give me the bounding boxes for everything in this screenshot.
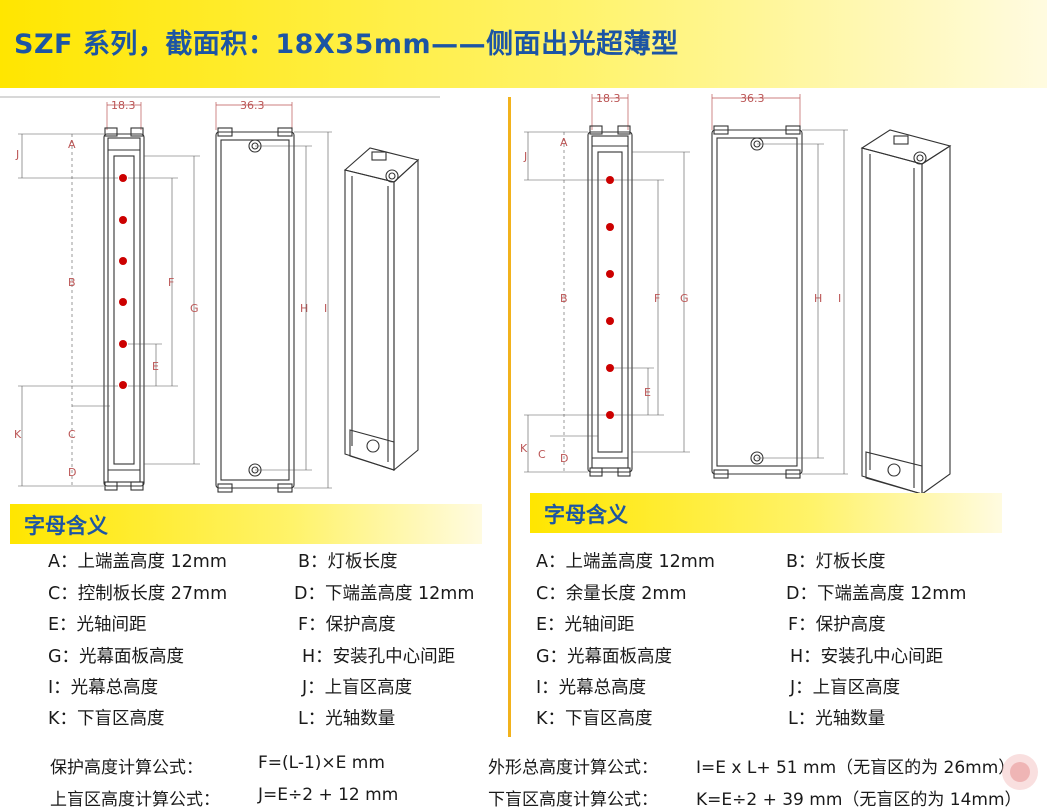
legend-item-b: B：灯板长度: [786, 552, 886, 572]
front-view: [103, 127, 145, 491]
formula-lower-label: 下盲区高度计算公式：: [488, 790, 658, 810]
page-title: SZF 系列，截面积：18X35mm——侧面出光超薄型: [14, 29, 679, 60]
legend-item-b: B：灯板长度: [298, 552, 398, 572]
label-b: B: [68, 276, 76, 289]
formula-total-label: 外形总高度计算公式：: [488, 758, 658, 778]
legend-item-e: E：光轴间距: [536, 615, 635, 635]
side-width-dim: 36.3: [240, 99, 265, 112]
formula-protect-label: 保护高度计算公式：: [50, 758, 203, 778]
legend-item-h: H：安装孔中心间距: [302, 647, 456, 667]
legend-item-k: K：下盲区高度: [48, 709, 165, 729]
label-b: B: [560, 292, 568, 305]
label-f: F: [654, 292, 660, 305]
left-technical-drawing: 18.3 36.3 A B C D E F G H I: [0, 96, 440, 493]
label-a: A: [68, 138, 76, 151]
legend-item-i: I：光幕总高度: [536, 678, 647, 698]
legend-item-l: L：光轴数量: [788, 709, 886, 729]
legend-item-g: G：光幕面板高度: [536, 647, 673, 667]
legend-item-d: D：下端盖高度 12mm: [294, 584, 475, 604]
formula-protect-value: F=(L-1)×E mm: [258, 753, 385, 773]
label-d: D: [560, 452, 568, 465]
legend-item-k: K：下盲区高度: [536, 709, 653, 729]
formula-lower-value: K=E÷2 + 39 mm（无盲区的为 14mm）: [696, 790, 1022, 810]
left-legend-header: 字母含义: [10, 504, 482, 544]
isometric-view: [860, 129, 952, 496]
front-width-dim: 18.3: [596, 92, 621, 105]
isometric-view: [343, 147, 420, 472]
legend-item-i: I：光幕总高度: [48, 678, 159, 698]
side-view: [711, 125, 803, 479]
label-d: D: [68, 466, 76, 479]
formula-total-value: I=E x L+ 51 mm（无盲区的为 26mm）: [696, 758, 1016, 778]
legend-item-c: C：控制板长度 27mm: [48, 584, 228, 604]
watermark-logo-icon: [1002, 754, 1038, 790]
legend-item-j: J：上盲区高度: [302, 678, 413, 698]
front-width-dim: 18.3: [111, 99, 136, 112]
label-k: K: [520, 442, 528, 455]
side-width-dim: 36.3: [740, 92, 765, 105]
label-a: A: [560, 136, 568, 149]
label-j: J: [15, 148, 19, 161]
label-i: I: [324, 302, 327, 315]
label-c: C: [538, 448, 546, 461]
legend-item-a: A：上端盖高度 12mm: [536, 552, 715, 572]
label-g: G: [680, 292, 689, 305]
formula-upper-value: J=E÷2 + 12 mm: [258, 785, 399, 805]
legend-item-d: D：下端盖高度 12mm: [786, 584, 967, 604]
legend-item-f: F：保护高度: [298, 615, 396, 635]
legend-item-g: G：光幕面板高度: [48, 647, 185, 667]
label-h: H: [300, 302, 308, 315]
legend-header-text: 字母含义: [544, 503, 628, 527]
right-technical-drawing: 18.3 36.3 A B C D E F G H I: [520, 92, 952, 496]
right-legend-header: 字母含义: [530, 493, 1002, 533]
legend-item-h: H：安装孔中心间距: [790, 647, 944, 667]
legend-item-l: L：光轴数量: [298, 709, 396, 729]
label-j: J: [523, 150, 527, 163]
formula-upper-label: 上盲区高度计算公式：: [50, 790, 220, 810]
legend-item-j: J：上盲区高度: [790, 678, 901, 698]
label-e: E: [152, 360, 159, 373]
legend-item-f: F：保护高度: [788, 615, 886, 635]
label-c: C: [68, 428, 76, 441]
legend-item-a: A：上端盖高度 12mm: [48, 552, 227, 572]
led-dots: [606, 176, 614, 419]
led-dots: [119, 174, 127, 389]
label-e: E: [644, 386, 651, 399]
label-f: F: [168, 276, 174, 289]
legend-item-c: C：余量长度 2mm: [536, 584, 687, 604]
label-k: K: [14, 428, 22, 441]
label-g: G: [190, 302, 199, 315]
label-i: I: [838, 292, 841, 305]
column-divider: [508, 97, 511, 737]
legend-item-e: E：光轴间距: [48, 615, 147, 635]
legend-header-text: 字母含义: [24, 514, 108, 538]
title-bar: SZF 系列，截面积：18X35mm——侧面出光超薄型: [0, 0, 1047, 88]
side-view: [215, 127, 295, 493]
front-view: [587, 125, 633, 477]
